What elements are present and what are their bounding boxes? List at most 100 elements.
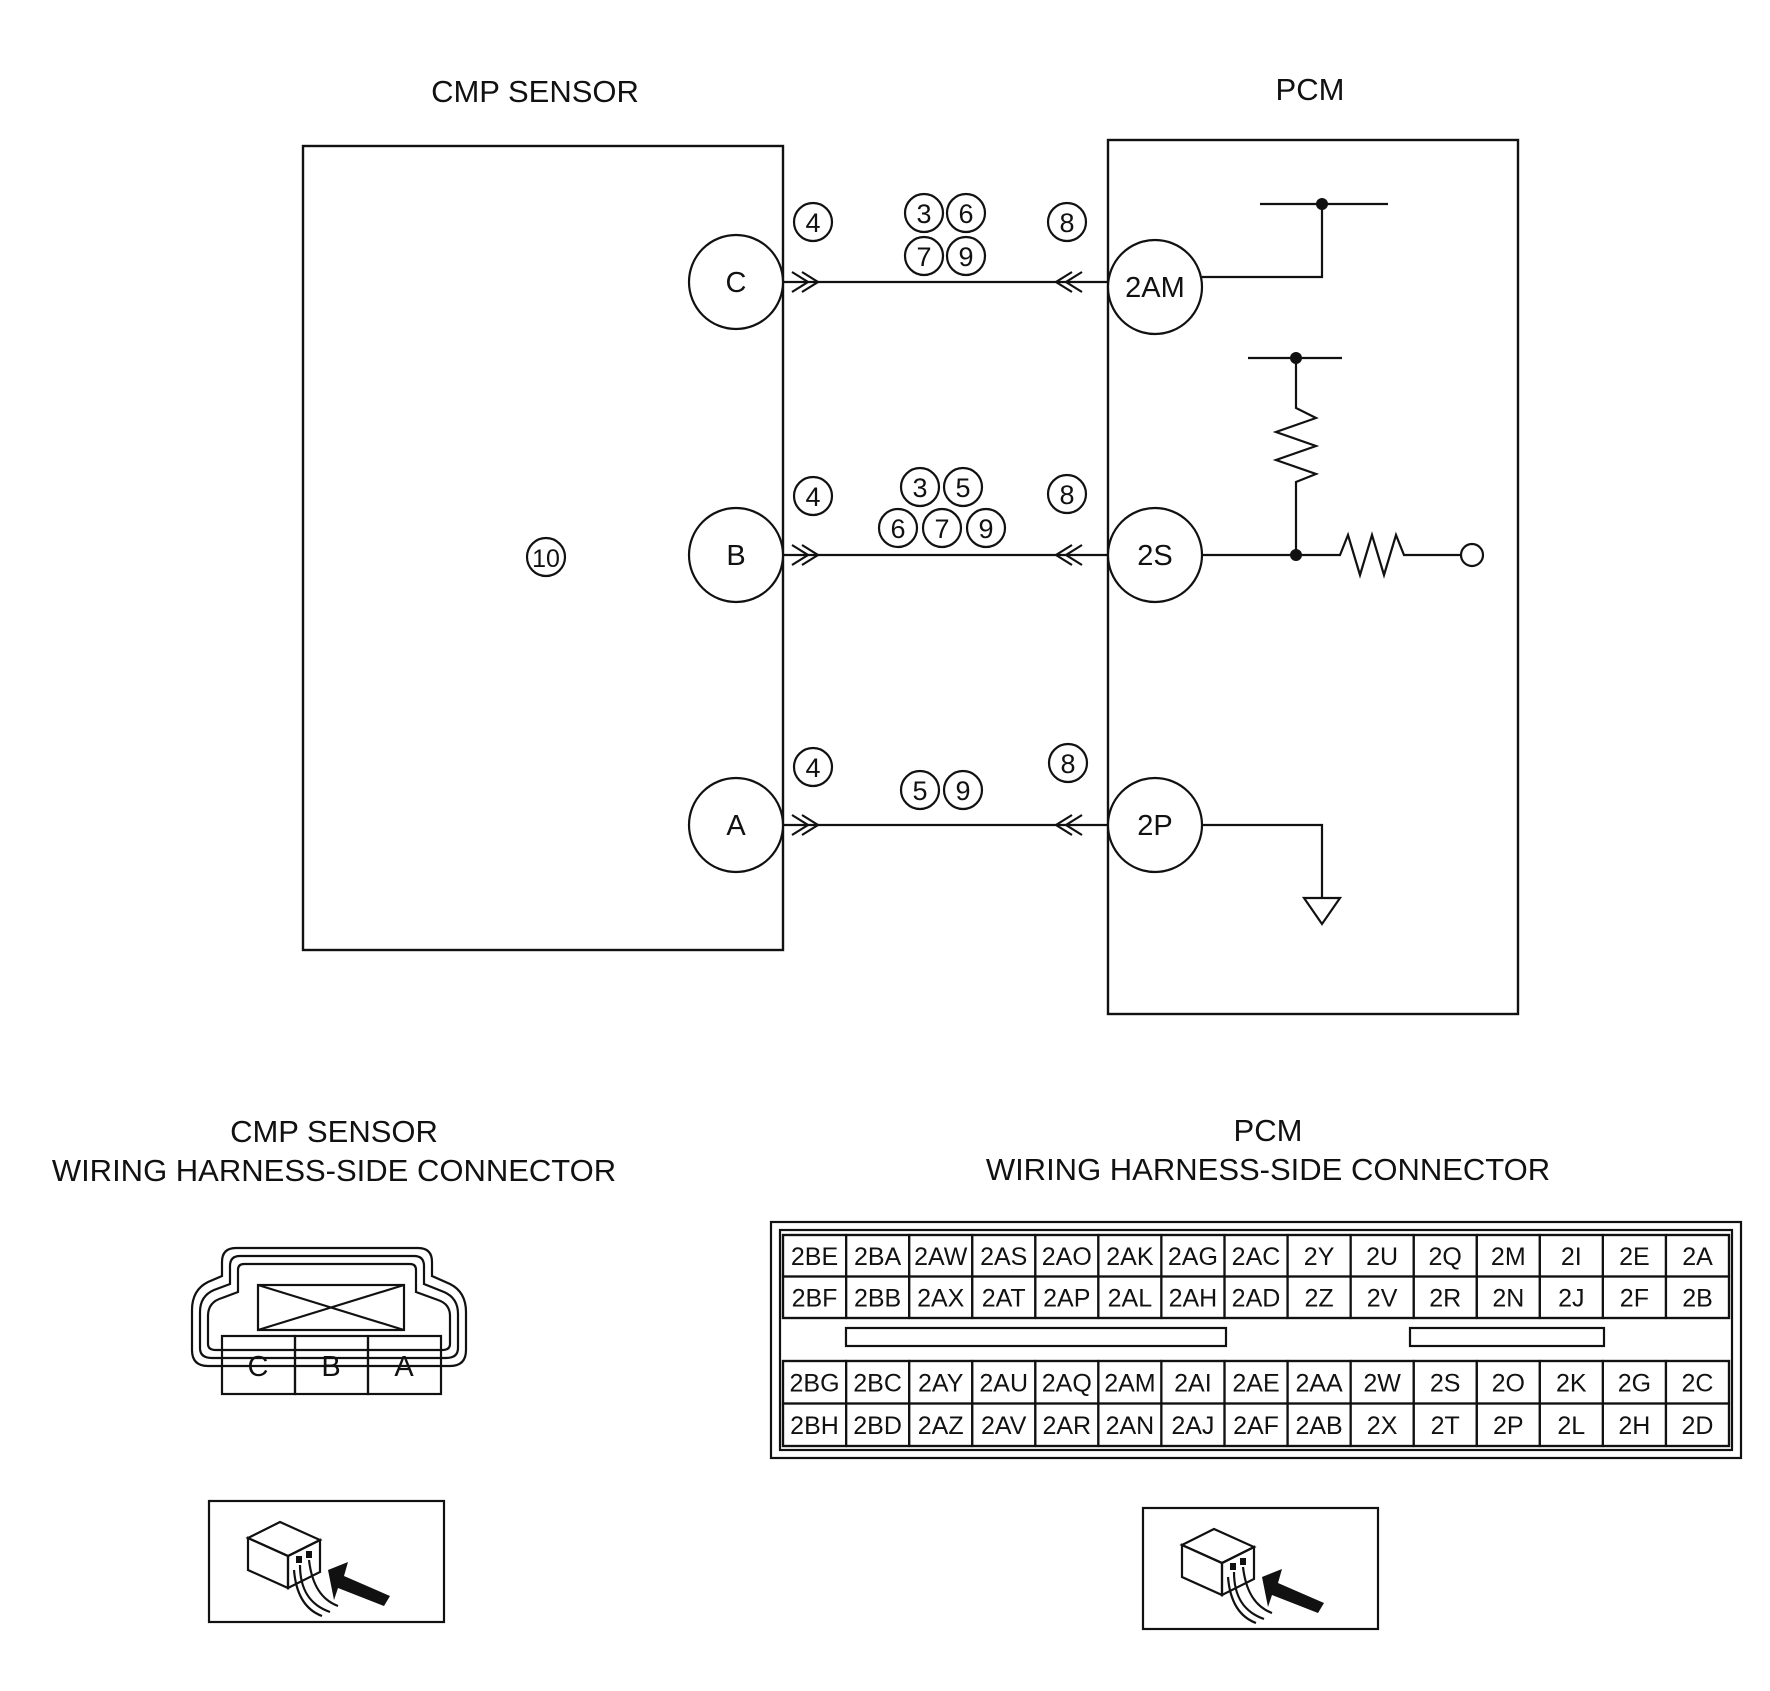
pcm-terminal-label: 2AK (1106, 1243, 1154, 1271)
connector-female-symbol (1053, 814, 1083, 836)
svg-text:8: 8 (1059, 208, 1074, 238)
svg-text:9: 9 (978, 514, 993, 544)
pcm-box (1106, 138, 1520, 1016)
pcm-terminal-label: 2BF (792, 1284, 838, 1312)
pcm-terminal-label: 2BH (790, 1412, 839, 1440)
harness-side-connector-icon (1141, 1506, 1380, 1631)
sensor-terminal-cell-a (366, 1334, 443, 1396)
pcm-terminal-label: 2D (1682, 1412, 1714, 1440)
pcm-terminal-cell (1664, 1402, 1731, 1448)
harness-side-connector-icon (207, 1499, 446, 1624)
pcm-terminal-label: 2V (1367, 1284, 1398, 1312)
pcm-terminal-label: 2AP (1043, 1284, 1090, 1312)
pcm-terminal-label: 2AV (981, 1412, 1027, 1440)
wire-ref: 7 (903, 235, 945, 277)
svg-text:6: 6 (890, 514, 905, 544)
sensor-component-ref: 10 (525, 536, 567, 578)
pcm-terminal-label: 2AU (979, 1369, 1028, 1397)
pcm-side-ref: 8 (1046, 201, 1088, 243)
pcm-terminal-label: 2Z (1305, 1284, 1334, 1312)
pcm-side-ref: 8 (1046, 473, 1088, 515)
sensor-terminal-a-label: A (394, 1351, 414, 1383)
pcm-terminal-cell (1664, 1275, 1731, 1320)
sensor-side-ref: 4 (792, 201, 834, 243)
wire-ref: 6 (877, 507, 919, 549)
pcm-terminal-label: 2AD (1232, 1284, 1281, 1312)
connector-female-symbol (1053, 271, 1083, 293)
pcm-terminal-label: 2T (1431, 1412, 1460, 1440)
pcm-terminal-label: 2BB (854, 1284, 901, 1312)
pcm-terminal-label: 2AJ (1171, 1412, 1214, 1440)
pcm-pin-2am-label: 2AM (1125, 272, 1185, 304)
svg-text:5: 5 (912, 776, 927, 806)
pcm-terminal-label: 2AH (1169, 1284, 1218, 1312)
pcm-connector-key-slot-right (1408, 1326, 1606, 1348)
wire-ref: 9 (942, 769, 984, 811)
wire-ref: 9 (945, 235, 987, 277)
wire-ref: 7 (921, 507, 963, 549)
pcm-terminal-label: 2K (1556, 1369, 1587, 1397)
pcm-terminal-label: 2L (1557, 1412, 1585, 1440)
svg-text:3: 3 (916, 199, 931, 229)
pcm-internal-ground (1202, 823, 1343, 926)
pcm-connector-key-slot-left (844, 1326, 1228, 1348)
pcm-terminal-label: 2AO (1042, 1243, 1092, 1271)
circuit-b-2s: B 2S 4 8 3 5 6 7 9 (687, 352, 1485, 604)
pcm-terminal-label: 2U (1366, 1243, 1398, 1271)
pcm-terminal-label: 2O (1492, 1369, 1525, 1397)
sensor-connector-title-line2: WIRING HARNESS-SIDE CONNECTOR (52, 1153, 616, 1188)
svg-text:8: 8 (1059, 480, 1074, 510)
pcm-terminal-label: 2AC (1232, 1243, 1281, 1271)
svg-text:5: 5 (955, 473, 970, 503)
ground-icon (1301, 896, 1343, 926)
wire-ref: 6 (945, 192, 987, 234)
circuit-a-2p: A 2P 4 8 5 9 (687, 742, 1343, 926)
pcm-terminal-label: 2G (1618, 1369, 1651, 1397)
connector-male-symbol (791, 814, 821, 836)
pcm-terminal-label: 2AX (917, 1284, 965, 1312)
pcm-pin-2p-label: 2P (1137, 810, 1172, 842)
pcm-terminal-label: 2AE (1232, 1369, 1279, 1397)
sensor-side-ref: 4 (792, 475, 834, 517)
pcm-terminal-label: 2AR (1042, 1412, 1091, 1440)
wire-ref: 5 (942, 466, 984, 508)
pcm-terminal-label: 2M (1491, 1243, 1526, 1271)
connector-male-symbol (791, 544, 821, 566)
sensor-terminal-b-label: B (321, 1351, 340, 1383)
sensor-pin-a (687, 776, 785, 874)
svg-text:4: 4 (805, 753, 820, 783)
pcm-title: PCM (1276, 72, 1345, 107)
svg-text:4: 4 (805, 208, 820, 238)
pcm-terminal-label: 2AS (980, 1243, 1027, 1271)
pcm-terminal-label: 2AW (914, 1243, 968, 1271)
pcm-terminal-label: 2C (1682, 1369, 1714, 1397)
sensor-side-ref: 4 (792, 746, 834, 788)
pcm-terminal-label: 2Q (1429, 1243, 1462, 1271)
pcm-terminal-label: 2BD (853, 1412, 902, 1440)
sensor-pin-b (687, 506, 785, 604)
svg-text:7: 7 (934, 514, 949, 544)
pcm-terminal-label: 2S (1430, 1369, 1461, 1397)
pcm-terminal-label: 2BA (854, 1243, 902, 1271)
pcm-terminal-label: 2AY (918, 1369, 964, 1397)
pcm-internal-input-resistor (1202, 531, 1485, 579)
pcm-terminal-label: 2BE (791, 1243, 838, 1271)
svg-text:9: 9 (958, 242, 973, 272)
pcm-terminal-label: 2N (1492, 1284, 1524, 1312)
svg-text:6: 6 (958, 199, 973, 229)
sensor-terminals-cba: C B A (220, 1334, 443, 1396)
pcm-internal-supply-rail (1202, 198, 1388, 279)
pcm-connector-title-line1: PCM (1234, 1113, 1303, 1148)
sensor-pin-a-label: A (726, 810, 746, 842)
pcm-terminal-label: 2I (1561, 1243, 1582, 1271)
pcm-terminal-label: 2AI (1174, 1369, 1212, 1397)
cmp-sensor-title: CMP SENSOR (431, 74, 639, 109)
pcm-pin-2s-label: 2S (1137, 540, 1172, 572)
pcm-terminal-label: 2B (1682, 1284, 1713, 1312)
pcm-terminal-label: 2BG (789, 1369, 839, 1397)
pcm-terminal-label: 2AM (1104, 1369, 1155, 1397)
sensor-pin-b-label: B (726, 540, 745, 572)
pcm-terminal-label: 2F (1620, 1284, 1649, 1312)
